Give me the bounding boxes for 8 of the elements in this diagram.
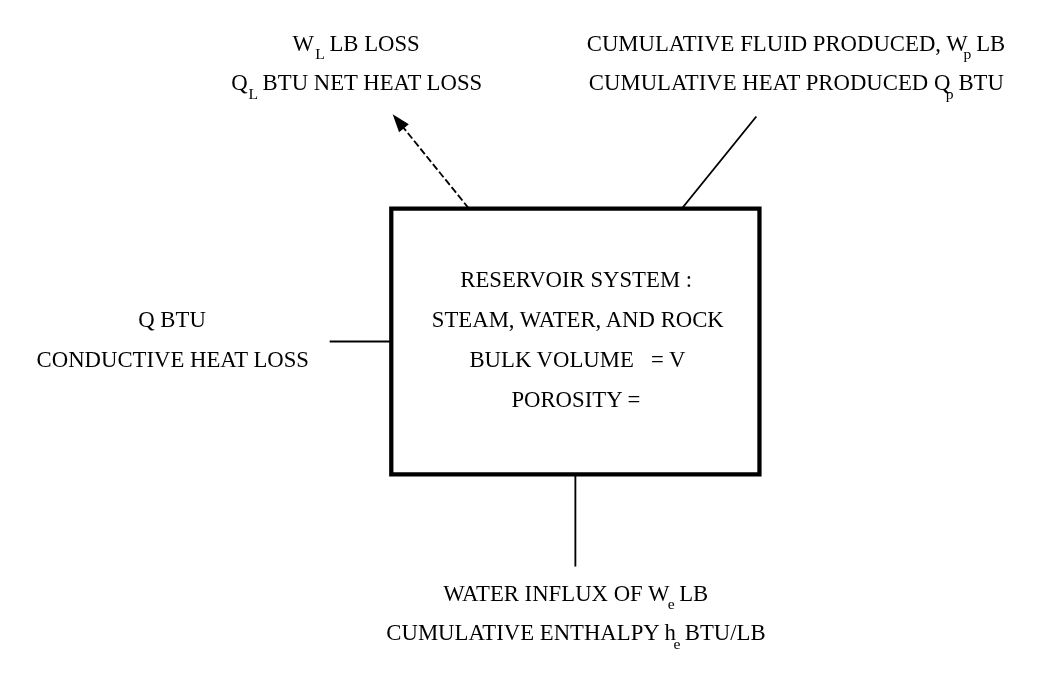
connector xyxy=(681,115,758,210)
node-box: RESERVOIR SYSTEM : STEAM, WATER, AND ROCK BULK VOLUME = V POROSITY = xyxy=(389,206,762,477)
node-text: Q BTU CONDUCTIVE HEAT LOSS xyxy=(36,307,310,372)
node-text: W$_{L}$ LB LOSS Q$_{L}$ BTU NET HEAT LOSS xyxy=(231,30,483,102)
arrow xyxy=(392,114,470,210)
connector xyxy=(574,473,577,568)
connector xyxy=(328,340,392,343)
node-text: WATER INFLUX OF W$_{e}$ LB CUMULATIVE ENTHALPY h$_{e}$ BTU/LB xyxy=(386,580,766,652)
